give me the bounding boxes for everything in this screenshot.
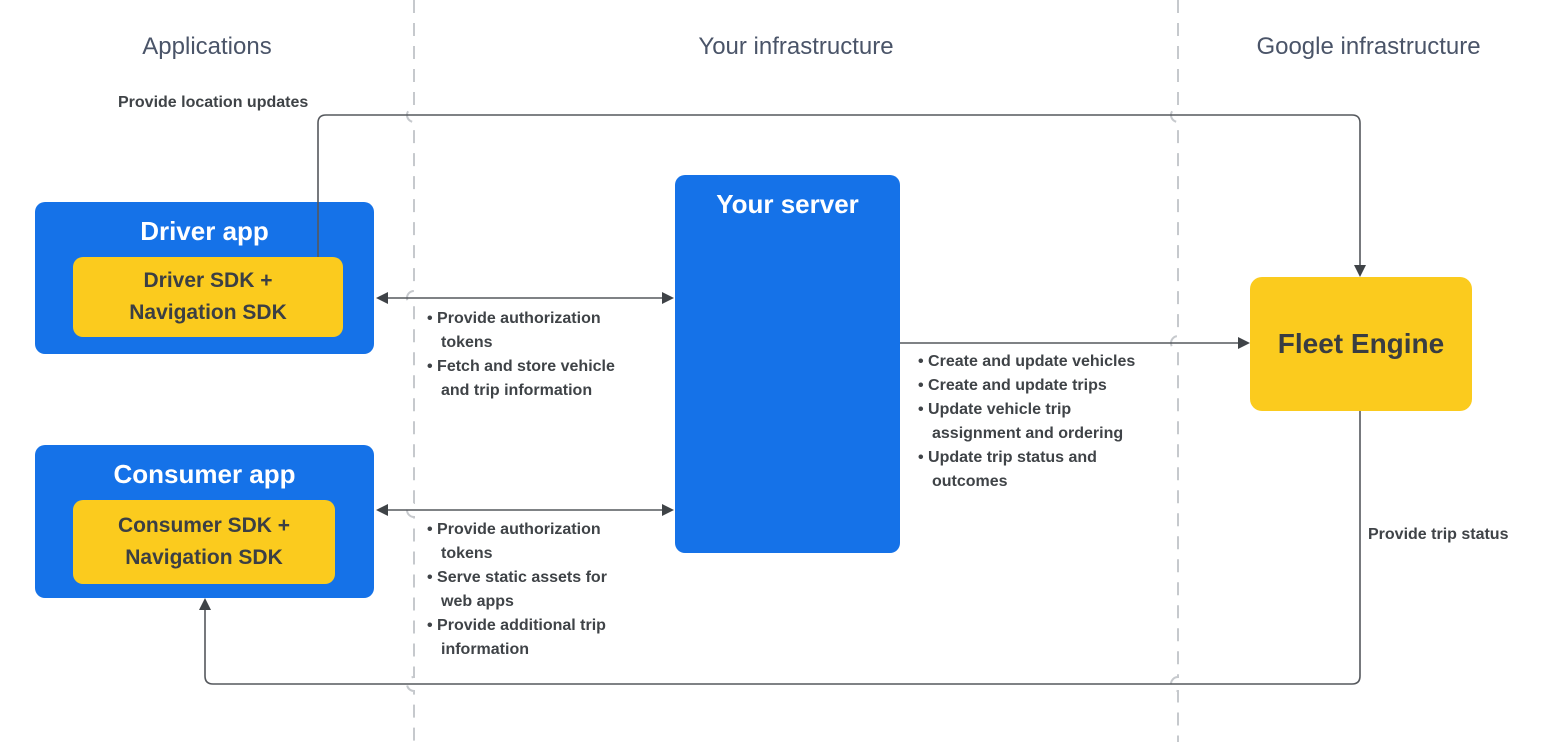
zone-divider-left [406, 0, 415, 742]
driver-sdk-node: Driver SDK + Navigation SDK [73, 257, 343, 337]
consumer-app-node: Consumer app Consumer SDK + Navigation S… [35, 445, 374, 598]
list-item: Serve static assets for web apps [427, 566, 617, 614]
consumer-sdk-node: Consumer SDK + Navigation SDK [73, 500, 335, 584]
driver-sdk-line1: Driver SDK + [143, 269, 273, 292]
arrowhead-left-icon [376, 292, 388, 304]
list-item: Create and update trips [918, 374, 1163, 398]
arrowhead-right-icon [1238, 337, 1250, 349]
consumer-sdk-line1: Consumer SDK + [117, 514, 291, 537]
consumer-app-title: Consumer app [113, 459, 296, 489]
column-header-google-infrastructure: Google infrastructure [1256, 33, 1481, 60]
arrowhead-up-icon [199, 598, 211, 610]
column-header-your-infrastructure: Your infrastructure [698, 33, 894, 60]
zone-divider-right [1170, 0, 1179, 742]
arrowhead-left-icon [376, 504, 388, 516]
driver-server-arrow-notes: Provide authorization tokens Fetch and s… [427, 307, 637, 403]
driver-app-title: Driver app [140, 216, 269, 246]
driver-sdk-line2: Navigation SDK [129, 301, 287, 324]
consumer-server-arrow-notes: Provide authorization tokens Serve stati… [427, 518, 617, 662]
your-server-node: Your server [675, 175, 900, 553]
list-item: Update vehicle trip assignment and order… [918, 398, 1163, 446]
fleet-engine-node: Fleet Engine [1250, 277, 1472, 411]
provide-location-updates-label: Provide location updates [118, 94, 309, 111]
list-item: Provide additional trip information [427, 614, 617, 662]
arrowhead-right-icon [662, 292, 674, 304]
arrowhead-right-icon [662, 504, 674, 516]
server-fleet-arrow-notes: Create and update vehicles Create and up… [918, 350, 1163, 494]
list-item: Provide authorization tokens [427, 518, 617, 566]
consumer-sdk-line2: Navigation SDK [125, 546, 283, 569]
provide-trip-status-label: Provide trip status [1368, 526, 1509, 543]
driver-app-node: Driver app Driver SDK + Navigation SDK [35, 202, 374, 354]
column-header-applications: Applications [142, 33, 272, 60]
arrowhead-down-icon [1354, 265, 1366, 277]
fleet-engine-title: Fleet Engine [1277, 328, 1445, 359]
your-server-title: Your server [716, 189, 859, 219]
list-item: Update trip status and outcomes [918, 446, 1163, 494]
list-item: Fetch and store vehicle and trip informa… [427, 355, 637, 403]
list-item: Create and update vehicles [918, 350, 1163, 374]
list-item: Provide authorization tokens [427, 307, 637, 355]
